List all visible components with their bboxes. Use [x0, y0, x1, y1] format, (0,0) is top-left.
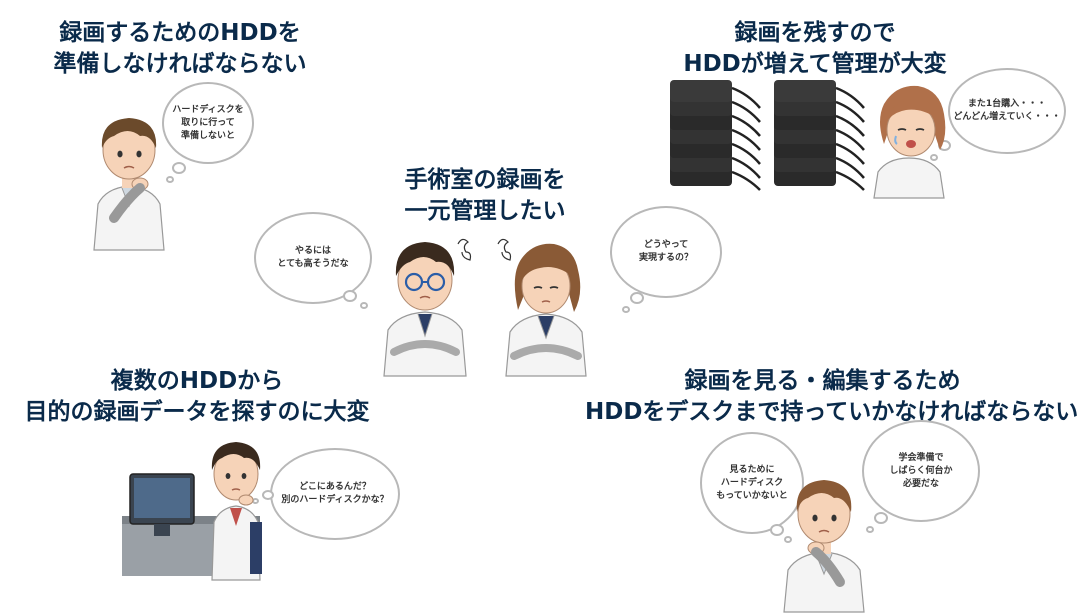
bubble-line: 見るために: [729, 464, 775, 475]
bubble-dot: [262, 490, 274, 500]
heading-line: 目的の録画データを探すのに大変: [24, 399, 370, 425]
bubble-dot: [866, 526, 874, 533]
bubble-dot: [784, 536, 792, 543]
thought-bubble-top-left: ハードディスクを 取りに行って 準備しないと: [162, 82, 254, 164]
doctor-at-computer-illustration: [122, 442, 262, 581]
heading-line: 手術室の録画を: [404, 167, 566, 193]
bubble-line: 実現するの？: [638, 253, 693, 263]
bubble-dot: [770, 524, 784, 536]
heading-line: 一元管理したい: [404, 198, 566, 224]
bubble-dot: [930, 154, 938, 161]
bubble-line: どこにあるんだ？: [299, 482, 371, 492]
bubble-dot: [166, 176, 174, 183]
heading-bottom-left: 複数のHDDから 目的の録画データを探すのに大変: [22, 366, 372, 428]
heading-line: 複数のHDDから: [110, 368, 284, 394]
bubble-line: どうやって: [643, 240, 689, 250]
bubble-line: 必要だな: [902, 478, 939, 489]
doctor-glasses-illustration: [383, 238, 472, 377]
doctor-pondering-illustration: [783, 480, 865, 613]
bubble-line: どんどん増えていく・・・: [953, 112, 1061, 122]
nurse-worried-illustration: [873, 85, 946, 199]
thought-bubble-bottom-right-2: 学会準備で しばらく何台か 必要だな: [862, 420, 980, 522]
heading-top-left: 録画するためのHDDを 準備しなければならない: [40, 18, 320, 80]
heading-line: HDDが増えて管理が大変: [683, 51, 947, 77]
heading-bottom-right: 録画を見る・編集するため HDDをデスクまで持っていかなければならない: [585, 366, 1079, 428]
heading-line: 録画するためのHDDを: [59, 20, 301, 46]
bubble-line: 準備しないと: [180, 130, 235, 141]
heading-line: 録画を残すので: [734, 20, 896, 46]
bubble-line: しばらく何台か: [889, 465, 953, 476]
bubble-line: 取りに行って: [181, 117, 235, 128]
heading-center: 手術室の録画を 一元管理したい: [380, 165, 590, 227]
heading-top-right: 録画を残すので HDDが増えて管理が大変: [670, 18, 960, 80]
bubble-dot: [874, 512, 888, 524]
bubble-line: もっていかないと: [716, 490, 788, 501]
bubble-dot: [343, 290, 357, 302]
bubble-dot: [630, 292, 644, 304]
bubble-dot: [622, 306, 630, 313]
bubble-line: ハードディスクを: [172, 104, 244, 115]
bubble-line: ハードディスク: [720, 477, 784, 488]
thought-bubble-bottom-right-1: 見るために ハードディスク もっていかないと: [700, 432, 804, 534]
bubble-line: やるには: [294, 246, 331, 256]
bubble-dot: [172, 162, 186, 174]
thought-bubble-top-right: また1台購入・・・ どんどん増えていく・・・: [948, 68, 1066, 154]
thought-bubble-center-right: どうやって 実現するの？: [610, 206, 722, 298]
hdd-stacks-illustration: [670, 80, 865, 191]
bubble-line: とても高そうだな: [277, 259, 349, 269]
thought-bubble-center-left: やるには とても高そうだな: [254, 212, 372, 304]
heading-line: HDDをデスクまで持っていかなければならない: [585, 399, 1079, 425]
bubble-dot: [360, 302, 368, 309]
thought-bubble-bottom-left: どこにあるんだ？ 別のハードディスクかな？: [270, 448, 400, 540]
bubble-line: 学会準備で: [898, 452, 944, 463]
bubble-line: 別のハードディスクかな？: [281, 495, 389, 505]
female-doctor-illustration: [497, 238, 587, 377]
heading-line: 準備しなければならない: [53, 51, 307, 77]
heading-line: 録画を見る・編集するため: [684, 368, 961, 394]
doctor-thinking-illustration: [93, 118, 165, 251]
bubble-line: また1台購入・・・: [967, 99, 1047, 109]
